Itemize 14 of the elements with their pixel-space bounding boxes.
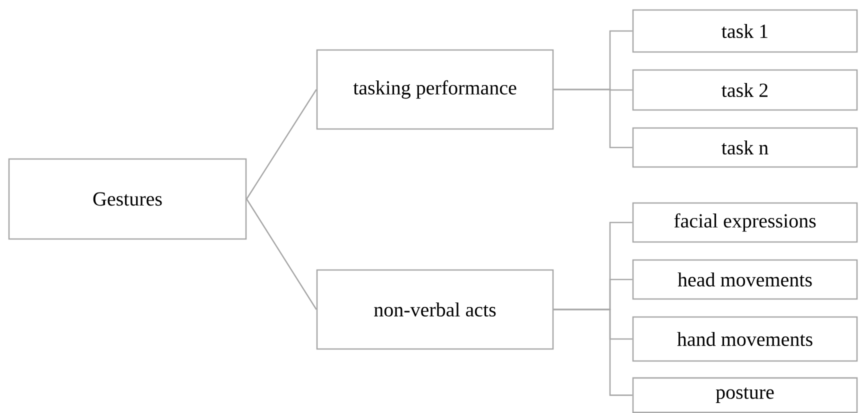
category-box: posture bbox=[632, 377, 858, 413]
category-box: hand movements bbox=[632, 316, 858, 362]
connector-line bbox=[246, 198, 317, 310]
category-box: task 2 bbox=[632, 69, 858, 111]
connector-line bbox=[554, 88, 632, 148]
category-box: facial expressions bbox=[632, 202, 858, 243]
category-box: tasking performance bbox=[316, 49, 554, 130]
category-box: task 1 bbox=[632, 9, 858, 53]
category-box: non-verbal acts bbox=[316, 269, 554, 350]
connector-line bbox=[246, 89, 317, 200]
connector-line bbox=[554, 308, 632, 396]
category-box: Gestures bbox=[8, 158, 247, 240]
category-box: task n bbox=[632, 127, 858, 168]
category-box: head movements bbox=[632, 259, 858, 300]
